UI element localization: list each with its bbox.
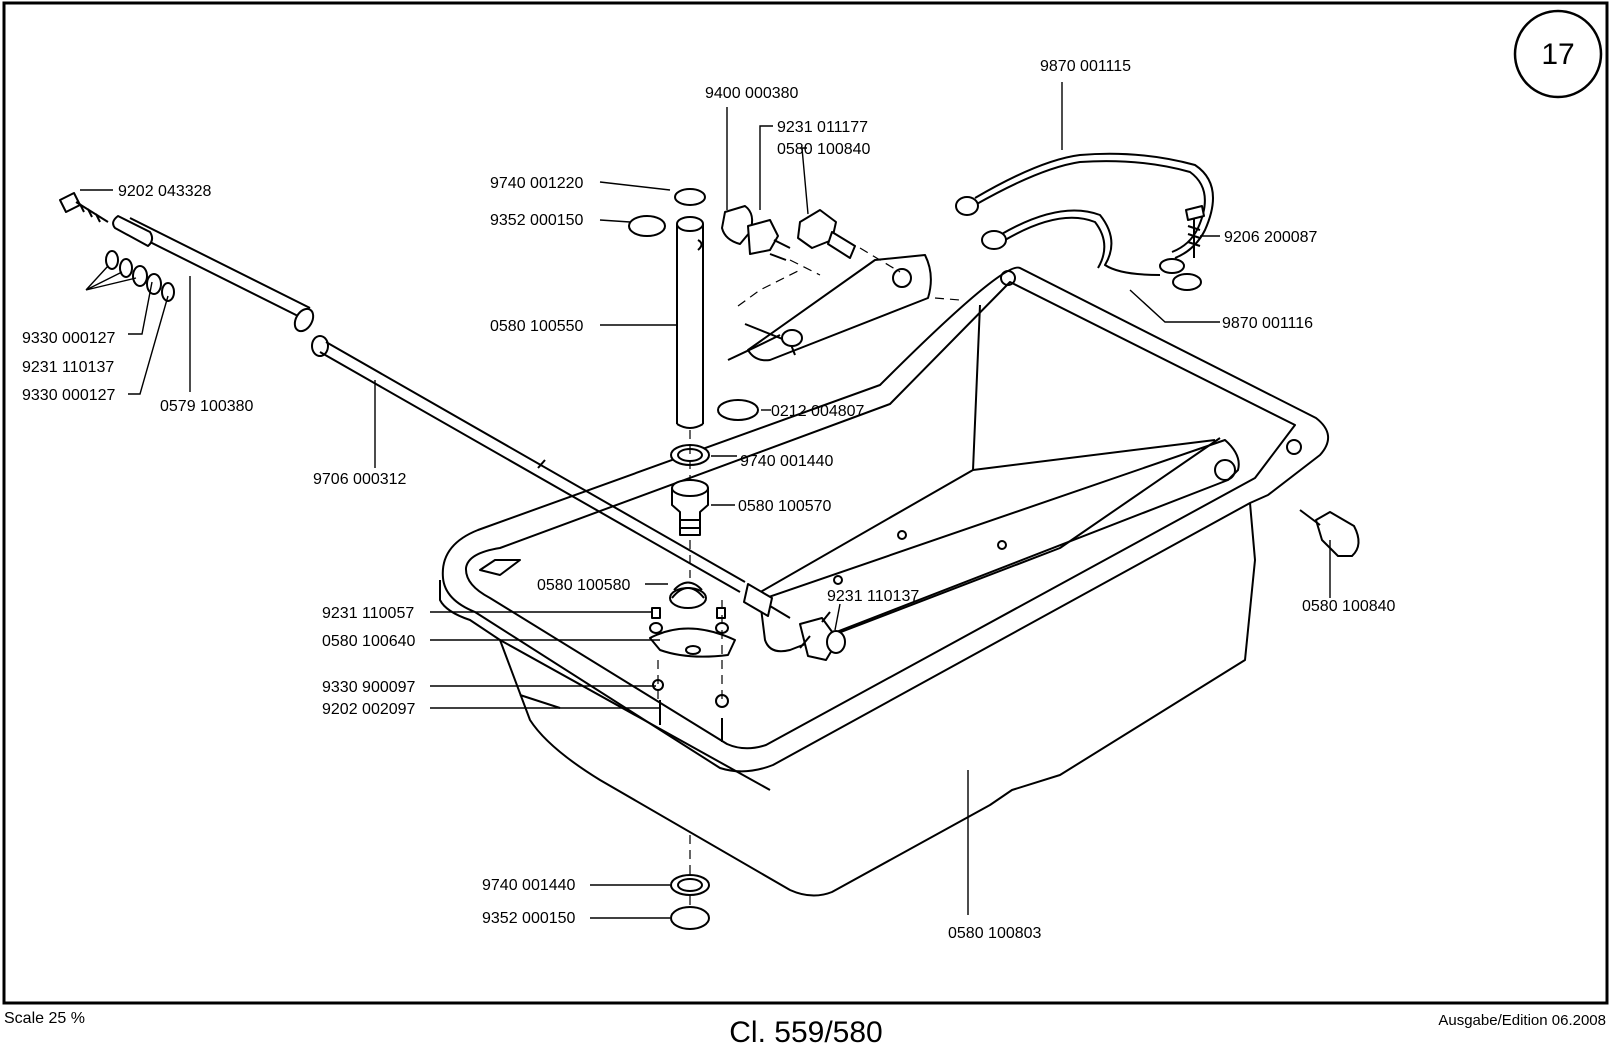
leader-lines (80, 82, 1331, 919)
bracket-nut (799, 611, 846, 661)
fittings (721, 205, 961, 361)
footer-edition: Ausgabe/Edition 06.2008 (1438, 1012, 1606, 1029)
label-9740-001220: 9740 001220 (490, 175, 584, 192)
label-9706-000312: 9706 000312 (313, 471, 407, 488)
label-9330-900097: 9330 900097 (322, 679, 416, 696)
footer-model: Cl. 559/580 (729, 1016, 883, 1049)
label-9231-011177: 9231 011177 (777, 119, 868, 136)
label-9206-200087: 9206 200087 (1224, 229, 1318, 246)
label-9231-110057: 9231 110057 (322, 605, 414, 622)
oil-pan (439, 254, 1329, 897)
label-0580-100550: 0580 100550 (490, 318, 584, 335)
page-number: 17 (1541, 38, 1574, 71)
label-9202-043328: 9202 043328 (118, 183, 212, 200)
label-0580-100840-b: 0580 100840 (1302, 598, 1396, 615)
label-0579-100380: 0579 100380 (160, 398, 254, 415)
footer-scale: Scale 25 % (4, 1010, 85, 1027)
label-0212-004807: 0212 004807 (771, 403, 865, 420)
label-9870-001116: 9870 001116 (1222, 315, 1313, 332)
page-number-circle (1513, 9, 1603, 99)
part-labels: 9202 043328 9330 000127 9231 110137 9330… (22, 58, 1396, 942)
label-9231-110137-b: 9231 110137 (827, 588, 919, 605)
filler-tube (628, 188, 1360, 930)
label-9740-001440-a: 9740 001440 (740, 453, 834, 470)
label-0580-100570: 0580 100570 (738, 498, 832, 515)
label-9400-000380: 9400 000380 (705, 85, 799, 102)
label-9231-110137-a: 9231 110137 (22, 359, 114, 376)
drawing-frame (2, 1, 1609, 1005)
label-0580-100640: 0580 100640 (322, 633, 416, 650)
label-9870-001115: 9870 001115 (1040, 58, 1131, 75)
label-0580-100803: 0580 100803 (948, 925, 1042, 942)
label-0580-100840-a: 0580 100840 (777, 141, 871, 158)
ground-cables (955, 152, 1214, 291)
label-0580-100580: 0580 100580 (537, 577, 631, 594)
label-9330-000127-a: 9330 000127 (22, 330, 116, 347)
label-9352-000150-b: 9352 000150 (482, 910, 576, 927)
label-9740-001440-b: 9740 001440 (482, 877, 576, 894)
label-9352-000150-a: 9352 000150 (490, 212, 584, 229)
label-9330-000127-b: 9330 000127 (22, 387, 116, 404)
label-9202-002097: 9202 002097 (322, 701, 416, 718)
